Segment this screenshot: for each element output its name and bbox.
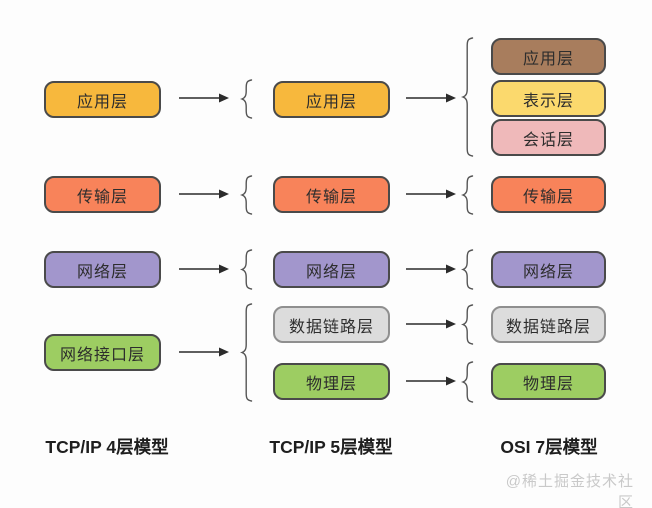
arrow-right-icon [179,189,229,199]
watermark: @稀土掘金技术社区 [505,473,634,508]
curly-brace-icon [461,249,474,290]
arrow-right-icon [406,93,456,103]
tcpip4-network-interface-layer-box: 网络接口层 [44,334,161,371]
arrow-right-icon [406,376,456,386]
curly-brace-icon [240,175,253,215]
osi7-presentation-layer-box: 表示层 [491,80,606,117]
curly-brace-icon [240,79,253,119]
curly-brace-icon [461,175,474,215]
arrow-right-icon [406,264,456,274]
layer-label: 应用层 [522,50,574,68]
tcpip4-network-layer-box: 网络层 [44,251,161,288]
tcpip5-network-layer-box: 网络层 [273,251,390,288]
osi7-column-title: OSI 7层模型 [500,437,598,457]
layer-label: 物理层 [522,375,574,393]
tcpip4-application-layer-box: 应用层 [44,81,161,118]
layer-label: 网络层 [305,263,357,281]
osi7-data-link-layer-box: 数据链路层 [491,306,606,343]
layer-label: 物理层 [305,375,357,393]
arrow-right-icon [179,264,229,274]
arrow-right-icon [406,319,456,329]
layer-label: 数据链路层 [505,318,591,336]
tcpip5-application-layer-box: 应用层 [273,81,390,118]
osi7-session-layer-box: 会话层 [491,119,606,156]
tcpip4-transport-layer-box: 传输层 [44,176,161,213]
tcpip5-physical-layer-box: 物理层 [273,363,390,400]
osi7-transport-layer-box: 传输层 [491,176,606,213]
curly-brace-icon [461,361,474,403]
osi7-application-layer-box: 应用层 [491,38,606,75]
arrow-right-icon [406,189,456,199]
layer-label: 表示层 [522,92,574,110]
tcpip5-data-link-layer-box: 数据链路层 [273,306,390,343]
layer-label: 数据链路层 [288,318,374,336]
layer-label: 应用层 [305,93,357,111]
curly-brace-icon [461,37,474,157]
tcpip4-column-title: TCP/IP 4层模型 [45,437,169,457]
curly-brace-icon [240,303,253,402]
osi7-network-layer-box: 网络层 [491,251,606,288]
tcpip5-column-title: TCP/IP 5层模型 [269,437,393,457]
layer-label: 网络层 [76,263,128,281]
curly-brace-icon [240,249,253,290]
layer-label: 传输层 [76,188,128,206]
layer-label: 传输层 [305,188,357,206]
osi7-physical-layer-box: 物理层 [491,363,606,400]
layer-label: 传输层 [522,188,574,206]
curly-brace-icon [461,304,474,345]
tcpip5-transport-layer-box: 传输层 [273,176,390,213]
layer-label: 应用层 [76,93,128,111]
layer-label: 网络接口层 [59,346,145,364]
arrow-right-icon [179,347,229,357]
arrow-right-icon [179,93,229,103]
layer-label: 网络层 [522,263,574,281]
layer-label: 会话层 [522,131,574,149]
